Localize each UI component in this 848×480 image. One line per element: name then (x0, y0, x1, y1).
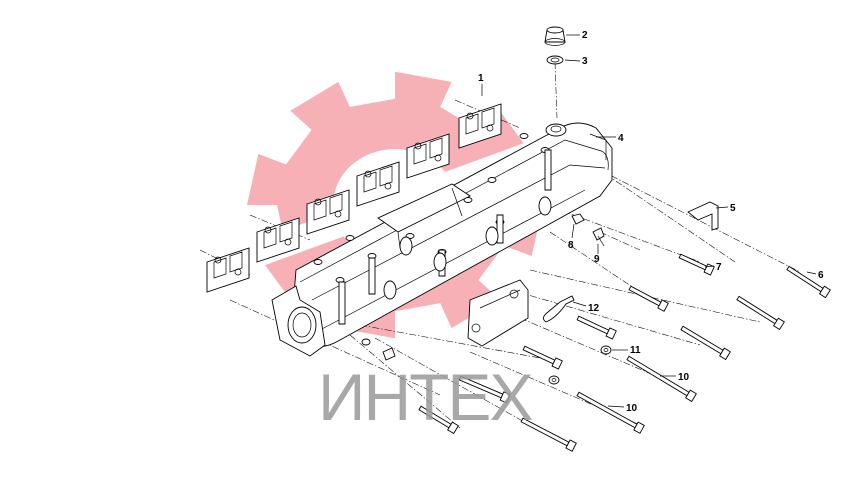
lower-bracket (467, 279, 529, 347)
exhaust-gaskets (206, 103, 502, 293)
callout-6: 6 (818, 270, 824, 281)
callout-8: 8 (568, 240, 574, 251)
stud (592, 227, 605, 247)
bolt (520, 417, 577, 452)
exhaust-manifold (271, 122, 613, 357)
gasket (406, 133, 450, 179)
gasket (356, 161, 400, 207)
bolt (418, 405, 459, 435)
support-bracket (687, 201, 719, 231)
callout-3: 3 (582, 56, 588, 67)
bolt (626, 355, 697, 403)
callout-4: 4 (618, 133, 624, 144)
bolt (680, 325, 731, 361)
gasket (206, 247, 250, 293)
bolt (628, 285, 669, 312)
callout-12: 12 (588, 303, 600, 314)
bolt (576, 391, 645, 434)
callout-2: 2 (582, 30, 588, 41)
gear-band (249, 140, 541, 268)
bolt (736, 295, 785, 331)
plug (544, 26, 566, 46)
bolt (678, 253, 715, 276)
washers (361, 338, 612, 385)
callout-10-upper: 10 (678, 372, 690, 383)
watermark-text: ИНТЕХ (318, 360, 532, 434)
callout-labels: 1 2 3 4 5 6 7 8 9 10 10 11 12 (478, 30, 824, 414)
sealing-washer (546, 55, 564, 65)
bolt (522, 345, 563, 370)
hose-clip (543, 295, 575, 323)
gasket (256, 217, 300, 263)
nut (571, 213, 585, 225)
bolt (786, 265, 831, 299)
callout-9: 9 (594, 254, 600, 265)
callout-7: 7 (716, 262, 722, 273)
gasket (306, 189, 350, 235)
bolts (418, 253, 831, 452)
gasket (458, 103, 502, 149)
bolt (576, 315, 617, 340)
callout-1: 1 (478, 73, 484, 84)
leader-lines (481, 34, 817, 408)
callout-5: 5 (730, 203, 736, 214)
callout-10-lower: 10 (626, 403, 638, 414)
bolt (458, 375, 511, 404)
callout-11: 11 (630, 345, 641, 356)
